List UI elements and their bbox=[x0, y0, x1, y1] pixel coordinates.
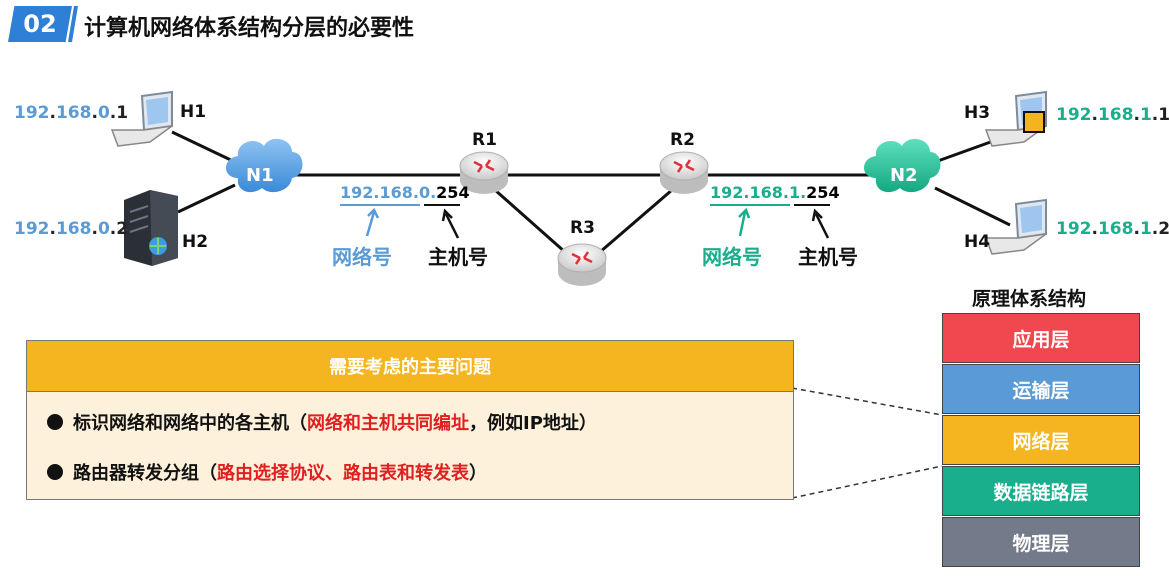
address-annotations bbox=[340, 204, 830, 239]
link-h2-n1 bbox=[177, 183, 236, 214]
host-h1-ip: 192.168.0.1 bbox=[14, 103, 129, 123]
server-h2-icon bbox=[124, 190, 178, 266]
layer-physical: 物理层 bbox=[942, 517, 1140, 567]
layer-application: 应用层 bbox=[942, 313, 1140, 363]
host-h2-label: H2 bbox=[182, 232, 209, 252]
host-h1-label: H1 bbox=[180, 102, 207, 122]
network-id-caption-right: 网络号 bbox=[702, 245, 762, 269]
section-badge: 02 bbox=[8, 6, 72, 42]
host-h4-ip: 192.168.1.2 bbox=[1056, 219, 1169, 239]
problem-item-routing: 路由器转发分组（路由选择协议、路由表和转发表） bbox=[47, 459, 487, 485]
router-r3-icon bbox=[557, 243, 607, 286]
cloud-n2-label: N2 bbox=[890, 165, 918, 186]
host-id-caption-right: 主机号 bbox=[798, 245, 858, 269]
link-h1-n1 bbox=[171, 130, 236, 164]
router-r2-label: R2 bbox=[670, 130, 695, 150]
link-r1-r3 bbox=[494, 188, 566, 254]
host-h3-ip: 192.168.1.1 bbox=[1056, 105, 1169, 125]
laptop-h4-icon bbox=[984, 198, 1047, 255]
problems-heading: 需要考虑的主要问题 bbox=[27, 341, 793, 392]
host-part: 254 bbox=[806, 183, 840, 202]
network-part: 192.168.0. bbox=[340, 183, 437, 202]
link-n2-h4 bbox=[934, 186, 1011, 227]
host-h2-ip: 192.168.0.2 bbox=[14, 219, 129, 239]
router-r1-label: R1 bbox=[472, 130, 497, 150]
problems-panel: 需要考虑的主要问题 标识网络和网络中的各主机（网络和主机共同编址，例如IP地址）… bbox=[26, 340, 794, 500]
network-part: 192.168.1. bbox=[710, 183, 807, 202]
page-title: 计算机网络体系结构分层的必要性 bbox=[84, 16, 415, 41]
router-r2-icon bbox=[659, 151, 709, 194]
network-id-caption-left: 网络号 bbox=[332, 245, 392, 269]
bullet-icon bbox=[47, 464, 63, 480]
router-r2-interface-ip: 192.168.1.254 bbox=[710, 183, 840, 202]
badge-accent bbox=[68, 6, 78, 42]
cloud-n1-label: N1 bbox=[246, 165, 274, 186]
cloud-n2-icon bbox=[864, 138, 941, 193]
router-r1-interface-ip: 192.168.0.254 bbox=[340, 183, 470, 202]
host-h4-label: H4 bbox=[964, 232, 991, 252]
problem-item-addressing: 标识网络和网络中的各主机（网络和主机共同编址，例如IP地址） bbox=[47, 409, 597, 435]
router-r1-icon bbox=[459, 151, 509, 194]
host-id-caption-left: 主机号 bbox=[428, 245, 488, 269]
layer-network: 网络层 bbox=[942, 415, 1140, 465]
dashed-connectors bbox=[791, 387, 943, 499]
layer-data-link: 数据链路层 bbox=[942, 466, 1140, 516]
link-r2-r3 bbox=[599, 188, 673, 254]
host-h3-label: H3 bbox=[964, 103, 991, 123]
laptop-h3-icon bbox=[984, 90, 1047, 147]
host-part: 254 bbox=[436, 183, 470, 202]
cloud-n1-icon bbox=[226, 138, 303, 193]
architecture-title: 原理体系结构 bbox=[972, 288, 1087, 310]
links bbox=[171, 130, 1011, 254]
laptop-h1-icon bbox=[110, 90, 173, 147]
layer-transport: 运输层 bbox=[942, 364, 1140, 414]
router-r3-label: R3 bbox=[570, 218, 595, 238]
bullet-icon bbox=[47, 414, 63, 430]
